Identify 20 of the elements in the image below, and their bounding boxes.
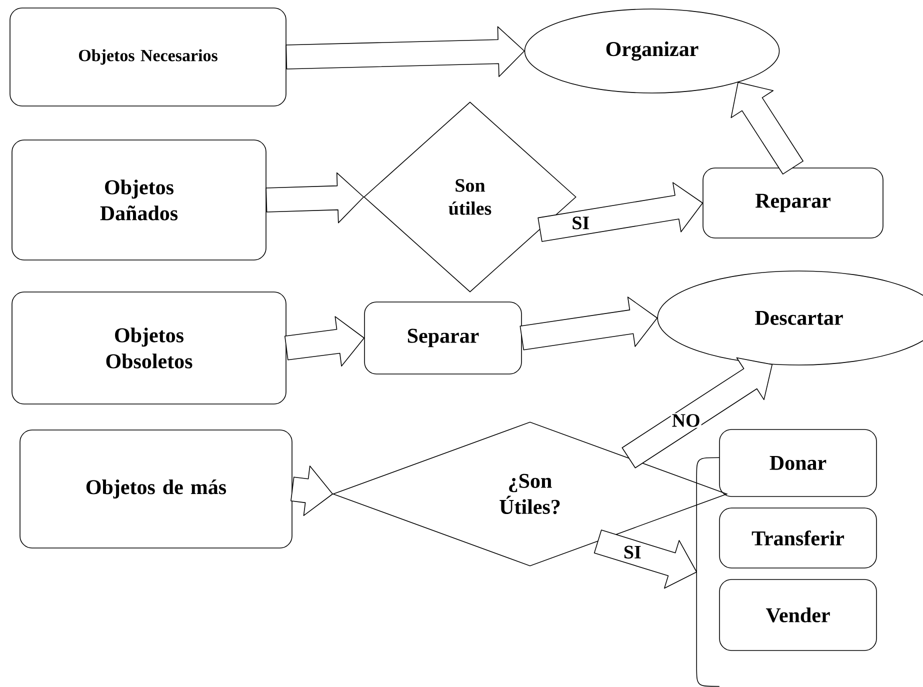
process-box: Objetos Necesarios — [10, 8, 286, 106]
block-arrow — [730, 82, 804, 174]
block-arrow — [284, 316, 364, 366]
process-box: Objetos Obsoletos — [12, 292, 286, 404]
bracket — [696, 457, 720, 687]
process-box: Transferir — [719, 508, 877, 568]
block-arrow — [290, 466, 333, 516]
block-arrow — [266, 172, 364, 224]
process-box: Donar — [719, 429, 877, 497]
edge-label: NO — [670, 413, 702, 428]
block-arrow — [538, 182, 703, 242]
process-box: Reparar — [702, 168, 884, 238]
process-box: Vender — [719, 579, 877, 651]
process-box: Objetos de más — [20, 430, 292, 548]
block-arrow — [622, 357, 773, 468]
block-arrow — [520, 296, 658, 350]
block-arrow — [594, 530, 697, 589]
block-arrow — [286, 26, 525, 78]
process-box: Separar — [364, 302, 522, 374]
process-box: Objetos Dañados — [12, 140, 266, 260]
